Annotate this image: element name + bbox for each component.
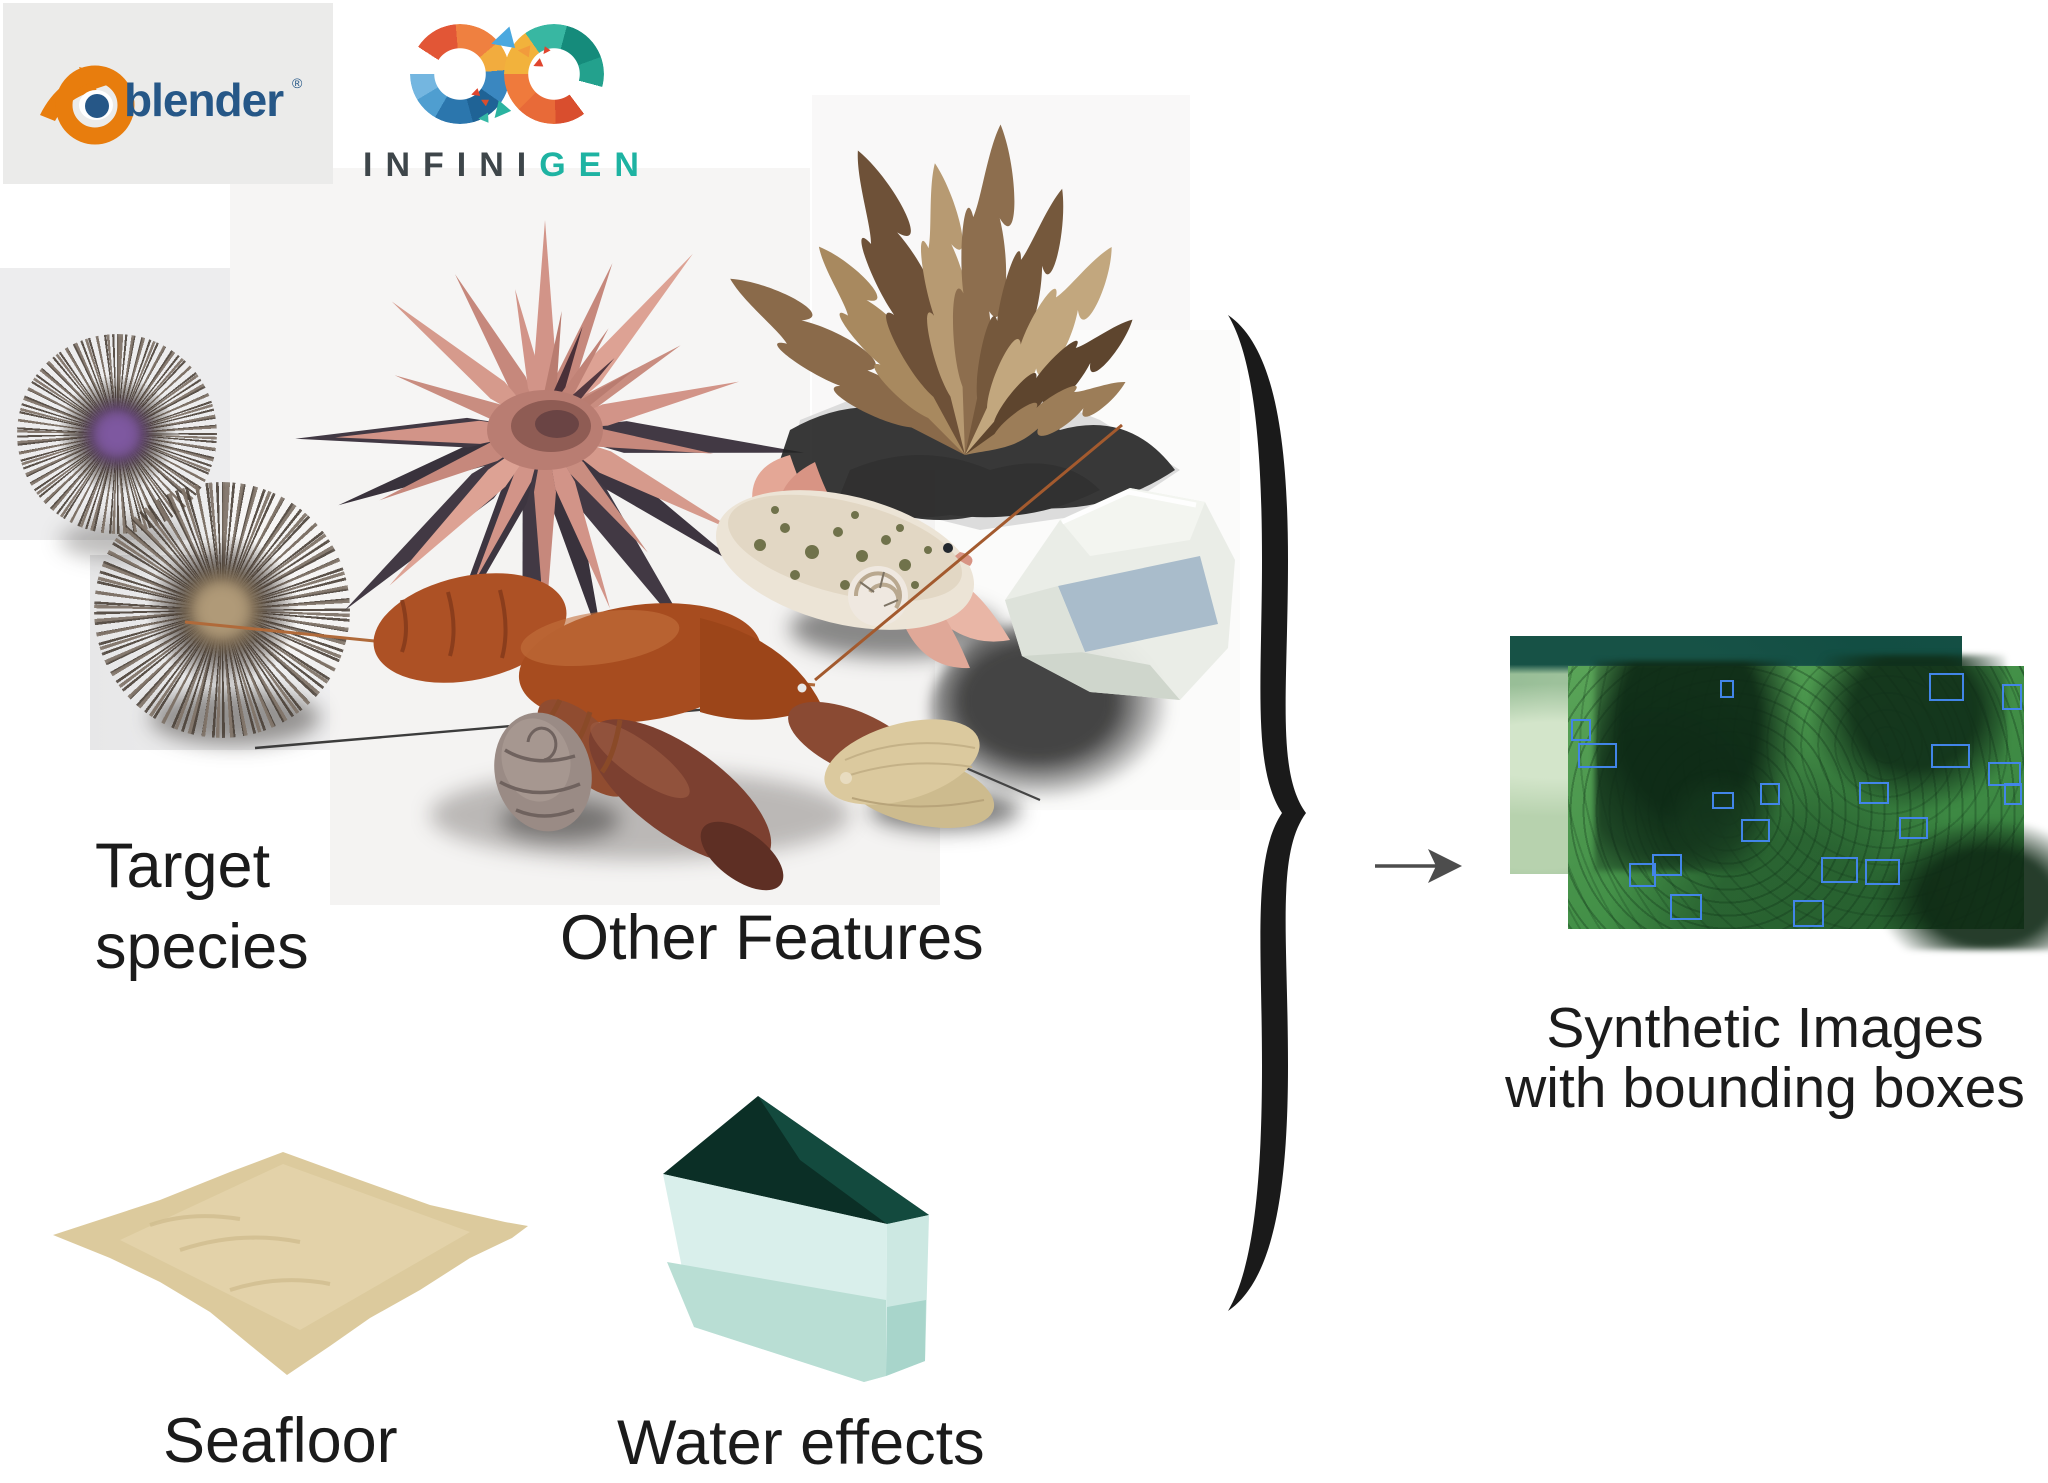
clam-shell — [824, 719, 995, 829]
bounding-box — [1891, 812, 1936, 844]
bounding-box — [1785, 893, 1832, 934]
bounding-box — [1851, 777, 1896, 809]
infinigen-wordmark-teal: GEN — [539, 146, 652, 184]
urchin-blob — [1707, 789, 1739, 812]
bounding-box — [1733, 813, 1778, 848]
label-water-effects: Water effects — [617, 1408, 985, 1478]
curly-brace — [1228, 315, 1306, 1311]
blender-wordmark: blender — [124, 74, 284, 126]
water-cube — [663, 1096, 929, 1382]
caption-line2: with bounding boxes — [1505, 1056, 2025, 1121]
bounding-box — [1707, 789, 1739, 812]
urchin-blob — [1785, 893, 1832, 934]
bounding-box — [1811, 851, 1868, 889]
pink-kelp — [334, 220, 745, 630]
urchin-blob — [1811, 851, 1868, 889]
seafloor-plane — [53, 1152, 528, 1375]
label-target-line1: Target — [95, 831, 271, 901]
bounding-box — [1662, 888, 1710, 926]
urchin-core — [83, 400, 151, 468]
bounding-box — [1718, 676, 1737, 702]
dark-kelp-mass — [1878, 818, 2048, 951]
bounding-box — [1855, 853, 1909, 891]
infinigen-wordmark: INFINIGEN — [363, 146, 663, 185]
urchin-blob — [1718, 676, 1737, 702]
label-seafloor: Seafloor — [163, 1406, 398, 1476]
speckled-fish — [715, 455, 1010, 669]
infinigen-logo-icon — [398, 22, 618, 130]
urchin-blob — [1733, 813, 1778, 848]
caption-synthetic-images: Synthetic Images with bounding boxes — [1470, 998, 2048, 1119]
label-target-species: Target species — [95, 826, 309, 987]
bounding-box — [1567, 715, 1595, 746]
urchin-blob — [1567, 715, 1595, 746]
bounding-box — [1998, 678, 2026, 716]
infinigen-left-loop — [410, 24, 510, 124]
dark-kelp-mass — [1805, 655, 2006, 814]
dark-kelp-mass — [1659, 771, 1774, 877]
label-target-line2: species — [95, 911, 309, 982]
label-other-features: Other Features — [560, 903, 984, 973]
blender-logo-icon — [40, 65, 135, 145]
plastic-bag — [1005, 488, 1235, 700]
bounding-box-layer — [1567, 666, 2030, 934]
urchin-blob — [1568, 736, 1628, 774]
rock — [494, 712, 592, 832]
urchin-blob — [1998, 678, 2026, 716]
bounding-box — [2000, 778, 2026, 810]
blender-logo-panel: blender ® — [3, 3, 333, 184]
caption-line1: Synthetic Images — [1546, 996, 1984, 1060]
bounding-box — [1568, 736, 1628, 774]
urchin-core — [178, 566, 266, 654]
urchin-blob — [1662, 888, 1710, 926]
sea-urchin-2 — [94, 482, 350, 738]
bounding-box — [1920, 739, 1980, 773]
bounding-box — [1919, 667, 1973, 708]
infinigen-wordmark-dark: INFINI — [363, 146, 540, 184]
urchin-blob — [1919, 667, 1973, 708]
urchin-blob — [1920, 739, 1980, 773]
urchin-blob — [1851, 777, 1896, 809]
infinigen-right-loop — [504, 24, 604, 124]
bounding-box — [1755, 778, 1784, 810]
arrow-icon — [1375, 849, 1462, 883]
registered-mark: ® — [292, 75, 303, 91]
urchin-blob — [2000, 778, 2026, 810]
urchin-blob — [1855, 853, 1909, 891]
urchin-blob — [1755, 778, 1784, 810]
bounding-box — [1645, 849, 1689, 880]
urchin-blob — [1891, 812, 1936, 844]
synthetic-image-front — [1567, 655, 2048, 951]
bounding-box — [1622, 857, 1663, 892]
